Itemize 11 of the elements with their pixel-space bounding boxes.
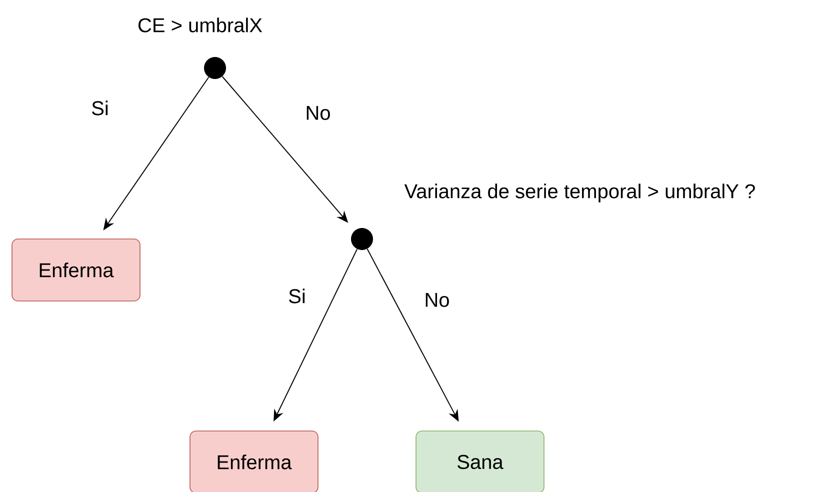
edge-label: Si bbox=[287, 288, 307, 304]
question-label: CE > umbralX bbox=[138, 18, 262, 32]
leaf-box: Enferma bbox=[190, 430, 318, 492]
decision-dot bbox=[351, 228, 373, 250]
leaf-box: Sana bbox=[416, 430, 544, 492]
decision-dot bbox=[204, 57, 226, 79]
leaf-box: Enferma bbox=[12, 238, 140, 302]
edge-label: No bbox=[423, 292, 451, 308]
edge-label: No bbox=[304, 105, 332, 121]
edge-label: Si bbox=[90, 100, 110, 116]
question-label: Varianza de serie temporal > umbralY ? bbox=[404, 184, 755, 202]
